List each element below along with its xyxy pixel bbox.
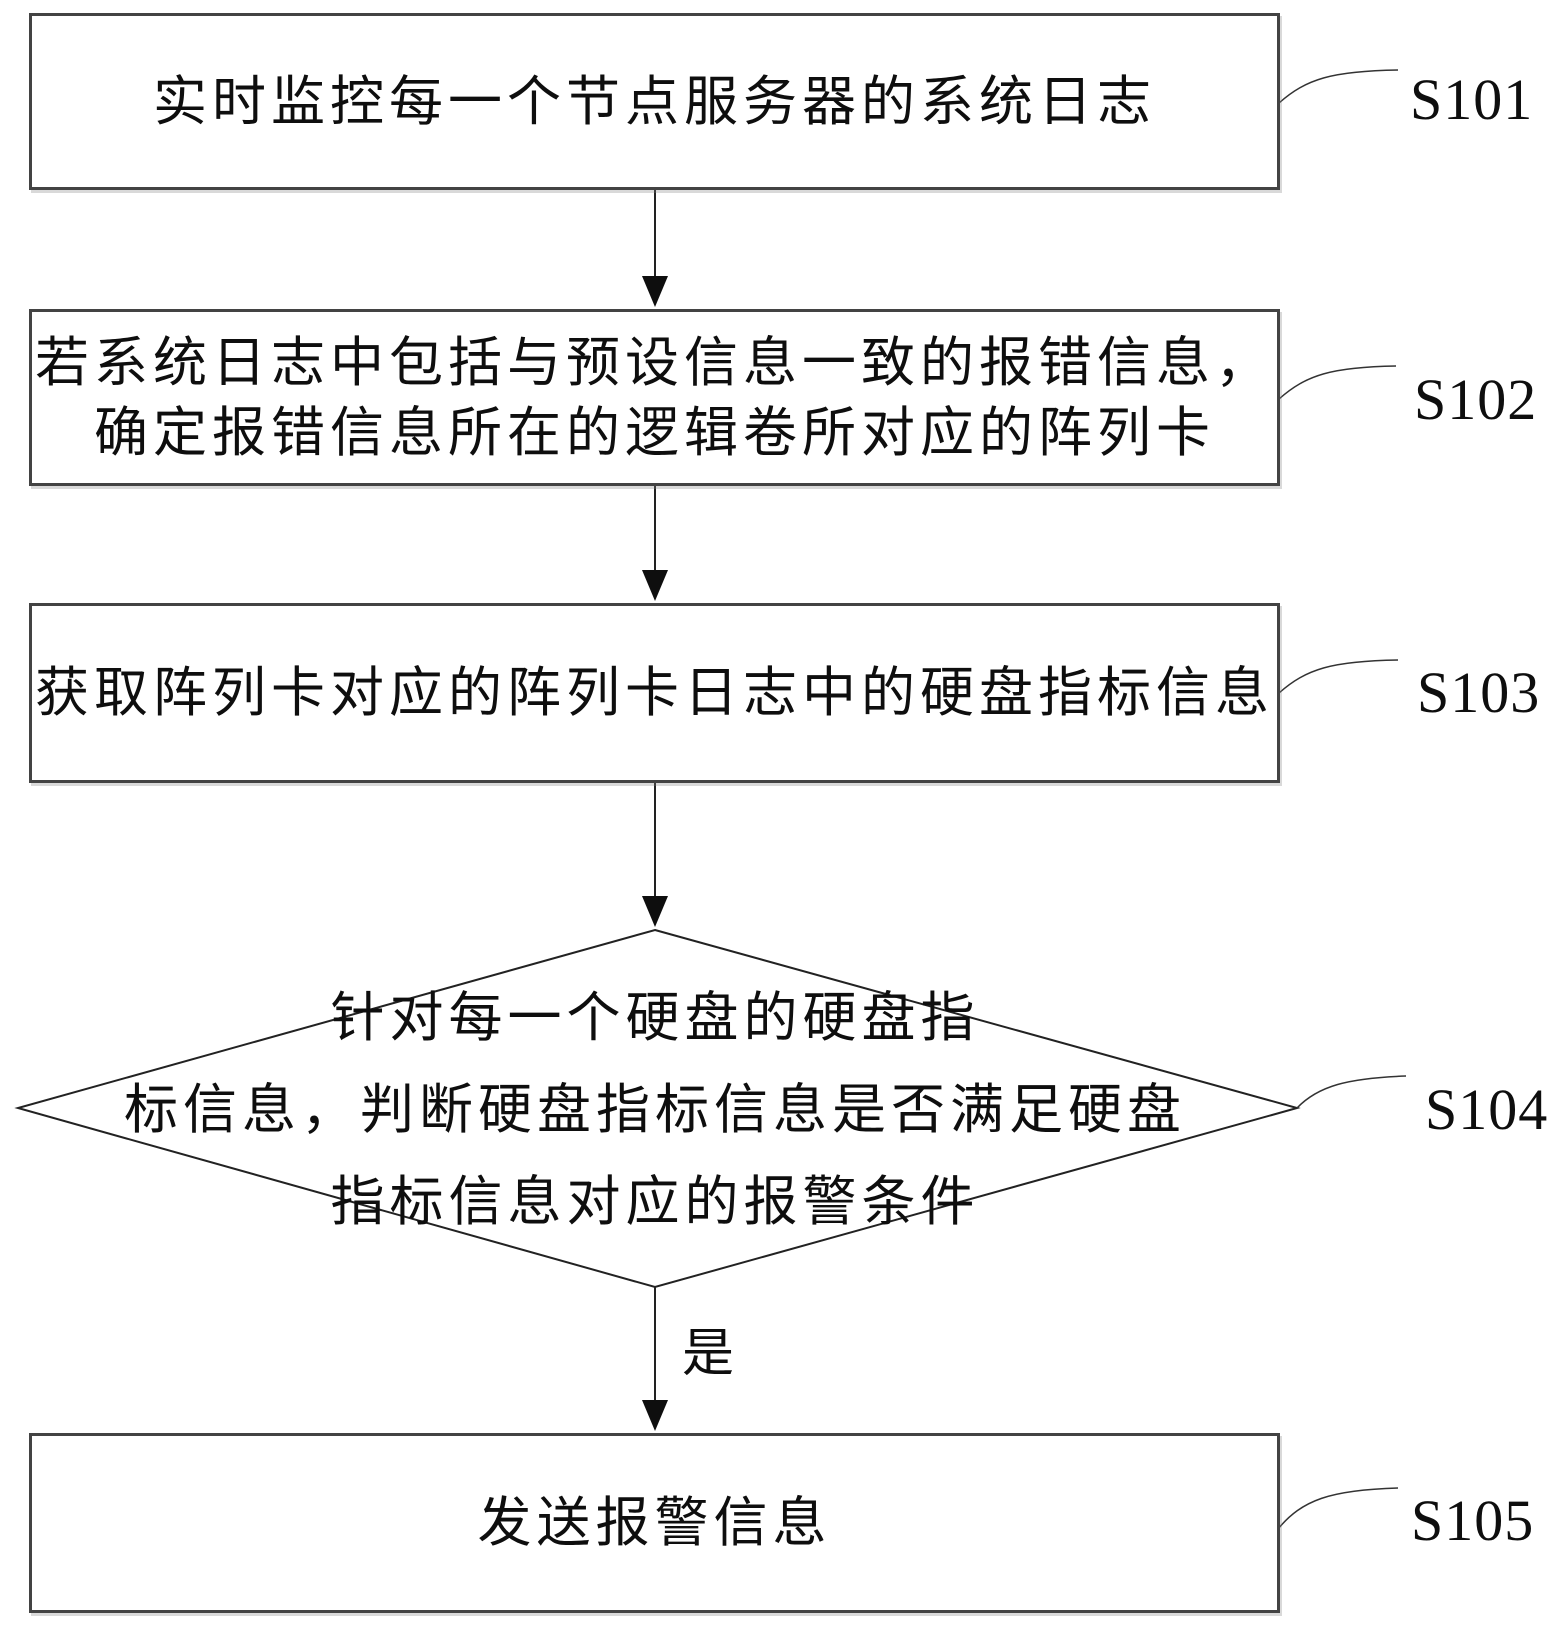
arrow-s101-to-s102 [642,190,668,307]
step-id-s101: S101 [1410,67,1534,132]
yes-branch-label: 是 [682,1324,735,1384]
process-box-s105: 发送报警信息 [29,1433,1280,1613]
step-text-s105: 发送报警信息 [477,1491,832,1554]
step-text-s102-line1: 若系统日志中包括与预设信息一致的报错信息， [35,330,1274,394]
leader-line-s104 [1296,1075,1407,1109]
leader-line-s105 [1277,1487,1399,1530]
decision-text-s104: 针对每一个硬盘的硬盘指 标信息，判断硬盘指标信息是否满足硬盘 指标信息对应的报警… [80,972,1230,1248]
arrow-s104-to-s105 [642,1287,668,1431]
arrowhead-icon [642,276,668,307]
step-text-s101: 实时监控每一个节点服务器的系统日志 [153,69,1156,133]
arrow-s102-to-s103 [642,486,668,601]
leader-line-s103 [1278,659,1399,694]
decision-text-line1: 针对每一个硬盘的硬盘指 [330,986,980,1049]
step-id-s102: S102 [1414,367,1538,432]
arrowhead-icon [642,1400,668,1431]
step-text-s103: 获取阵列卡对应的阵列卡日志中的硬盘指标信息 [35,661,1274,724]
step-id-s103: S103 [1417,660,1541,725]
leader-line-s101 [1278,69,1399,104]
decision-text-line2: 标信息，判断硬盘指标信息是否满足硬盘 [124,1078,1186,1141]
step-id-s104: S104 [1425,1077,1549,1142]
step-id-s105: S105 [1411,1488,1535,1553]
arrowhead-icon [642,896,668,927]
arrow-s103-to-s104 [642,782,668,927]
arrowhead-icon [642,570,668,601]
leader-line-s102 [1278,365,1397,400]
process-box-s102: 若系统日志中包括与预设信息一致的报错信息， 确定报错信息所在的逻辑卷所对应的阵列… [29,309,1280,486]
process-box-s103: 获取阵列卡对应的阵列卡日志中的硬盘指标信息 [29,603,1280,783]
decision-text-line3: 指标信息对应的报警条件 [330,1170,980,1233]
process-box-s101: 实时监控每一个节点服务器的系统日志 [29,13,1280,190]
step-text-s102-line2: 确定报错信息所在的逻辑卷所对应的阵列卡 [94,400,1215,464]
